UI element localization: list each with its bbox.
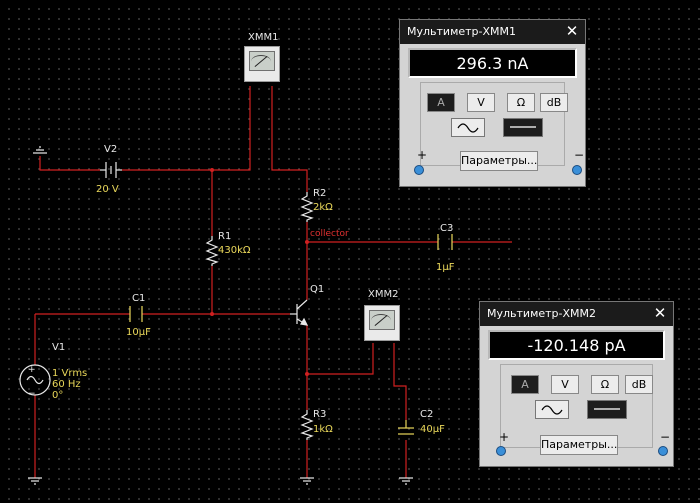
dc-line-icon (510, 126, 536, 128)
wire-xmm2-c2 (393, 343, 407, 420)
dc-mode-button[interactable] (587, 400, 627, 419)
v2-value: 20 V (96, 184, 119, 195)
dc-mode-button[interactable] (503, 118, 543, 137)
battery-v2 (100, 162, 122, 178)
resistor-r3 (300, 410, 314, 440)
mode-decibel-button[interactable]: dB (540, 93, 568, 112)
window-title[interactable]: Мультиметр-XMM1 (400, 20, 585, 44)
r2-ref: R2 (313, 188, 327, 199)
xmm1-ref-label: XMM1 (248, 32, 279, 43)
close-icon[interactable]: ✕ (653, 304, 667, 322)
ground-symbol-r3 (300, 477, 314, 485)
sine-wave-icon (457, 123, 479, 133)
net-label-collector: collector (310, 229, 349, 239)
c3-value: 1µF (436, 262, 455, 273)
mode-ohmmeter-button[interactable]: Ω (507, 93, 535, 112)
plus-terminal[interactable] (414, 165, 424, 175)
r1-value: 430kΩ (218, 245, 251, 256)
multimeter-xmm1-window[interactable]: Мультиметр-XMM1 ✕ 296.3 nA A V Ω dB + Па… (399, 19, 586, 187)
c1-value: 10µF (126, 327, 151, 338)
controls-panel: A V Ω dB (500, 364, 653, 448)
v2-ref: V2 (104, 144, 118, 155)
reading-display: -120.148 pA (488, 330, 665, 360)
c2-value: 40µF (420, 424, 445, 435)
plus-terminal[interactable] (496, 446, 506, 456)
settings-button[interactable]: Параметры... (540, 435, 618, 455)
ground-symbol-v2 (33, 146, 47, 154)
wire-v2-xmm1 (122, 86, 251, 171)
controls-panel: A V Ω dB (420, 82, 568, 166)
ground-symbol-c2 (399, 477, 413, 485)
xmm2-ref-label: XMM2 (368, 289, 399, 300)
v1-phase: 0° (52, 390, 64, 401)
sine-wave-icon (541, 405, 563, 415)
capacitor-c2 (398, 420, 414, 435)
r1-ref: R1 (218, 231, 232, 242)
r3-value: 1kΩ (313, 424, 333, 435)
svg-text:+: + (28, 365, 36, 375)
mode-voltmeter-button[interactable]: V (551, 375, 579, 394)
resistor-r1 (205, 236, 219, 266)
wire-emitter-xmm2 (307, 343, 374, 375)
ac-source-v1 (19, 364, 51, 396)
ground-symbol-v1 (28, 477, 42, 485)
minus-terminal-label: − (574, 148, 585, 162)
plus-terminal-label: + (417, 148, 428, 162)
close-icon[interactable]: ✕ (565, 22, 579, 40)
r3-ref: R3 (313, 409, 327, 420)
mode-ammeter-button[interactable]: A (427, 93, 455, 112)
minus-terminal-label: − (660, 430, 671, 444)
multimeter-xmm1-icon[interactable] (244, 46, 280, 82)
v1-ref: V1 (52, 342, 66, 353)
c2-ref: C2 (420, 409, 434, 420)
minus-terminal[interactable] (572, 165, 582, 175)
settings-button[interactable]: Параметры... (460, 151, 538, 171)
v1-amplitude: 1 Vrms (52, 368, 88, 379)
mode-voltmeter-button[interactable]: V (467, 93, 495, 112)
wires (34, 86, 512, 478)
mode-ohmmeter-button[interactable]: Ω (591, 375, 619, 394)
dc-line-icon (594, 408, 620, 410)
junctions (210, 168, 309, 376)
minus-terminal[interactable] (658, 446, 668, 456)
q1-ref: Q1 (310, 284, 325, 295)
capacitor-c1 (129, 306, 143, 322)
multimeter-xmm2-window[interactable]: Мультиметр-XMM2 ✕ -120.148 pA A V Ω dB +… (479, 301, 674, 467)
ac-mode-button[interactable] (451, 118, 485, 137)
resistor-r2 (300, 192, 314, 222)
c3-ref: C3 (440, 223, 454, 234)
svg-text:−: − (28, 389, 36, 399)
multimeter-xmm2-icon[interactable] (364, 305, 400, 341)
reading-display: 296.3 nA (408, 48, 577, 78)
ac-mode-button[interactable] (535, 400, 569, 419)
plus-terminal-label: + (499, 430, 510, 444)
components (19, 146, 453, 485)
transistor-q1 (290, 299, 309, 326)
r2-value: 2kΩ (313, 202, 333, 213)
wire-xmm1-r2 (271, 86, 308, 192)
c1-ref: C1 (132, 293, 146, 304)
window-title[interactable]: Мультиметр-XMM2 (480, 302, 673, 326)
mode-ammeter-button[interactable]: A (511, 375, 539, 394)
v1-frequency: 60 Hz (52, 379, 81, 390)
mode-decibel-button[interactable]: dB (625, 375, 653, 394)
capacitor-c3 (437, 234, 453, 250)
wire-v2-ground (39, 156, 100, 171)
